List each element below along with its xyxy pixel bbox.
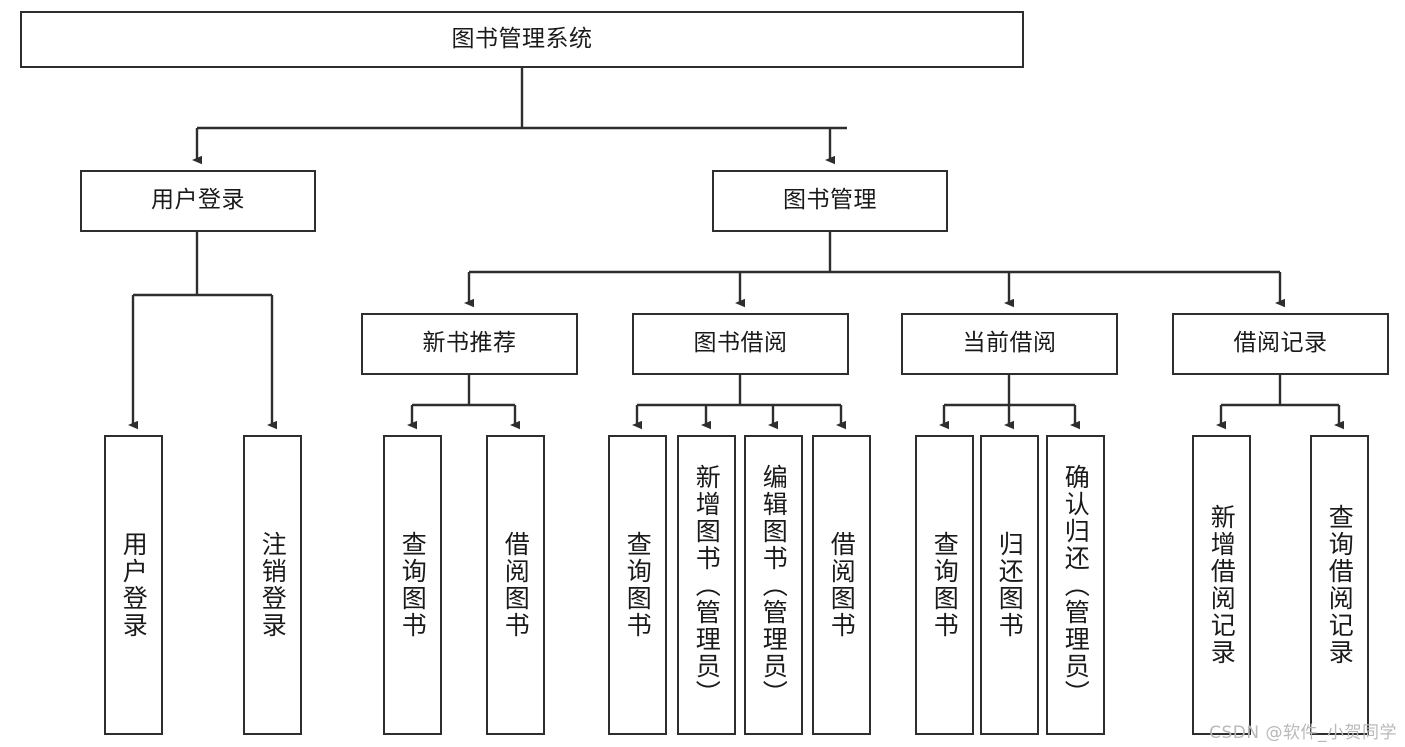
leaf-query-book-3[interactable]: 查询图书 <box>915 435 974 735</box>
leaf-borrow-book-2[interactable]: 借阅图书 <box>812 435 871 735</box>
leaf-return-book[interactable]: 归还图书 <box>980 435 1039 735</box>
node-new-book-recommend[interactable]: 新书推荐 <box>361 313 578 375</box>
leaf-logout-login[interactable]: 注销登录 <box>243 435 302 735</box>
leaf-query-record[interactable]: 查询借阅记录 <box>1310 435 1369 735</box>
node-label: 新书推荐 <box>422 330 517 357</box>
node-label: 用户登录 <box>119 531 149 639</box>
node-label: 确认归还（管理员） <box>1061 463 1091 707</box>
node-label: 新增借阅记录 <box>1207 504 1237 666</box>
node-label: 归还图书 <box>995 531 1025 639</box>
leaf-borrow-book-1[interactable]: 借阅图书 <box>486 435 545 735</box>
node-current-borrow[interactable]: 当前借阅 <box>901 313 1118 375</box>
node-label: 查询借阅记录 <box>1325 504 1355 666</box>
leaf-confirm-return[interactable]: 确认归还（管理员） <box>1046 435 1105 735</box>
node-label: 借阅记录 <box>1233 330 1328 357</box>
node-borrow-record[interactable]: 借阅记录 <box>1172 313 1389 375</box>
node-label: 查询图书 <box>930 531 960 639</box>
leaf-user-login[interactable]: 用户登录 <box>104 435 163 735</box>
node-label: 当前借阅 <box>962 330 1057 357</box>
csdn-watermark: CSDN @软件_小贺同学 <box>1209 723 1397 743</box>
node-book-management[interactable]: 图书管理 <box>712 170 948 232</box>
node-label: 图书借阅 <box>693 330 788 357</box>
node-label: 借阅图书 <box>827 531 857 639</box>
node-label: 图书管理系统 <box>451 25 593 52</box>
leaf-query-book-2[interactable]: 查询图书 <box>608 435 667 735</box>
node-root-book-management-system[interactable]: 图书管理系统 <box>20 11 1024 68</box>
node-label: 查询图书 <box>623 531 653 639</box>
node-label: 查询图书 <box>398 531 428 639</box>
node-user-login[interactable]: 用户登录 <box>80 170 316 232</box>
node-label: 用户登录 <box>151 187 245 214</box>
leaf-edit-book[interactable]: 编辑图书（管理员） <box>744 435 803 735</box>
node-label: 新增图书（管理员） <box>692 463 722 707</box>
leaf-add-record[interactable]: 新增借阅记录 <box>1192 435 1251 735</box>
node-book-borrow[interactable]: 图书借阅 <box>632 313 849 375</box>
node-label: 借阅图书 <box>501 531 531 639</box>
node-label: 编辑图书（管理员） <box>759 463 789 707</box>
node-label: 图书管理 <box>783 187 877 214</box>
leaf-add-book[interactable]: 新增图书（管理员） <box>677 435 736 735</box>
node-label: 注销登录 <box>258 531 288 639</box>
leaf-query-book-1[interactable]: 查询图书 <box>383 435 442 735</box>
